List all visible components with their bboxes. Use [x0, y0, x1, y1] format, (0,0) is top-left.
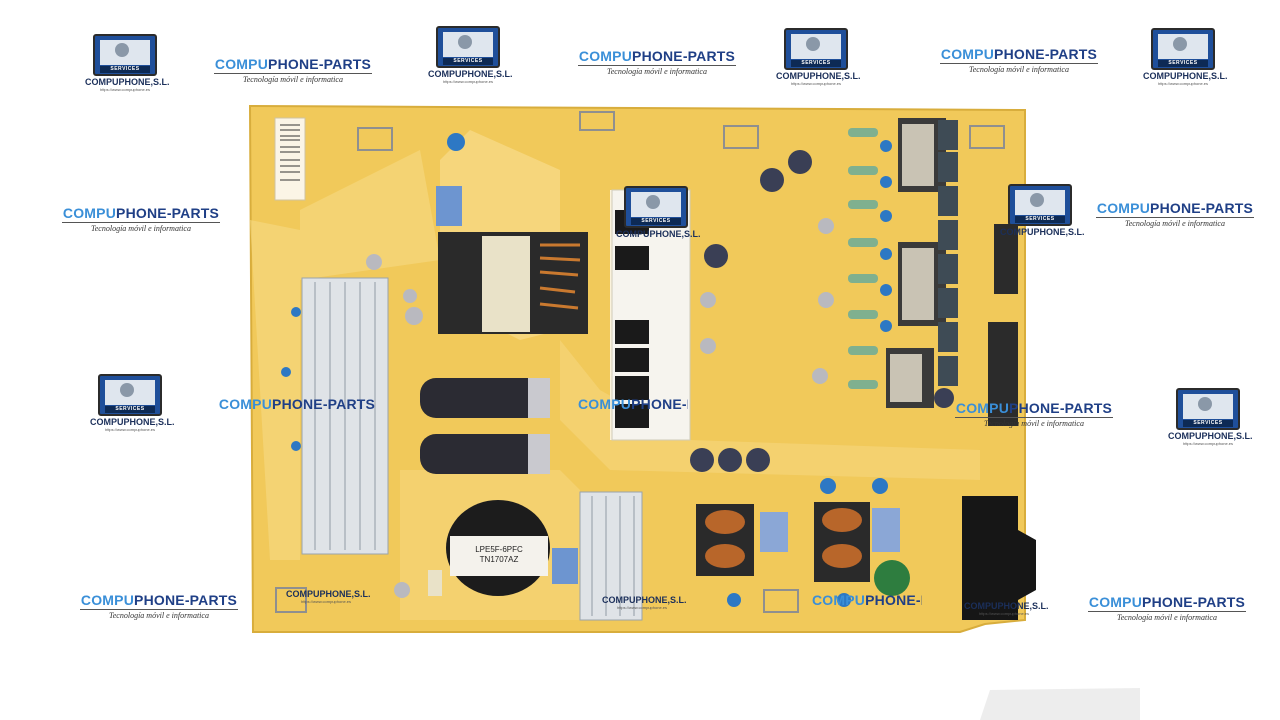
logo-name: COMPUPHONE,S.L. — [602, 595, 687, 605]
compuphone-logo: SERVICES COMPUPHONE,S.L. — [1000, 184, 1085, 237]
connector-lower — [988, 322, 1018, 426]
brand-tagline: Tecnología móvil e informatica — [1096, 217, 1254, 228]
watermark-brand: COMPUPHONE-PARTS — [578, 396, 688, 412]
monitor-icon: SERVICES — [1008, 184, 1072, 226]
logo-name: COMPUPHONE,S.L. — [286, 589, 371, 599]
compuphone-logo: COMPUPHONE,S.L. https://www.compuphone.e… — [964, 600, 1049, 616]
watermark-brand: COMPUPHONE-PARTS Tecnología móvil e info… — [955, 400, 1113, 428]
brand-suffix: PHONE-PARTS — [631, 396, 688, 412]
logo-name: COMPUPHONE,S.L. — [776, 71, 861, 81]
pcb-trace — [250, 220, 300, 560]
logo-name: COMPUPHONE,S.L. — [1143, 71, 1228, 81]
watermark-brand: COMPUPHONE-PARTS — [218, 396, 376, 412]
pcb-trace — [300, 150, 440, 280]
brand-prefix: COMPU — [1096, 200, 1151, 216]
connector-upper — [994, 224, 1018, 294]
brand-suffix: PHONE-PARTS — [268, 56, 372, 72]
filter-chokes — [696, 502, 870, 582]
brand-tagline: Tecnología móvil e informatica — [940, 63, 1098, 74]
logo-name: COMPUPHONE,S.L. — [964, 601, 1049, 611]
brand-prefix: COMPU — [578, 396, 632, 412]
brand-tagline: Tecnología móvil e informatica — [80, 609, 238, 620]
ac-inlet — [962, 496, 1036, 620]
compuphone-logo: SERVICES COMPUPHONE,S.L. https://www.com… — [428, 26, 513, 84]
logo-url: https://www.compuphone.es — [790, 81, 842, 86]
brand-tagline: Tecnología móvil e informatica — [62, 222, 220, 233]
brand-suffix: PHONE-PARTS — [272, 396, 376, 412]
logo-url: https://www.compuphone.es — [104, 427, 156, 432]
brand-suffix: PHONE-PARTS — [1009, 400, 1113, 416]
brand-suffix: PHONE-PARTS — [632, 48, 736, 64]
compuphone-logo: SERVICES COMPUPHONE,S.L. — [616, 186, 701, 239]
monitor-icon: SERVICES — [1151, 28, 1215, 70]
brand-suffix: PHONE-PARTS — [994, 46, 1098, 62]
brand-prefix: COMPU — [214, 56, 269, 72]
brand-suffix: PHONE-PARTS — [1150, 200, 1254, 216]
compuphone-logo: COMPUPHONE,S.L. https://www.compuphone.e… — [602, 594, 687, 610]
pfc-inductor — [446, 500, 550, 596]
pfc-label-line2: TN1707AZ — [479, 555, 519, 564]
logo-name: COMPUPHONE,S.L. — [1000, 227, 1085, 237]
brand-prefix: COMPU — [1088, 594, 1143, 610]
logo-url: https://www.compuphone.es — [442, 79, 494, 84]
monitor-icon: SERVICES — [784, 28, 848, 70]
logo-url: https://www.compuphone.es — [1157, 81, 1209, 86]
logo-url: https://www.compuphone.es — [99, 87, 151, 92]
logo-url: https://www.compuphone.es — [300, 599, 352, 604]
compuphone-logo: SERVICES COMPUPHONE,S.L. https://www.com… — [1143, 28, 1228, 86]
logo-name: COMPUPHONE,S.L. — [1168, 431, 1253, 441]
logo-name: COMPUPHONE,S.L. — [90, 417, 175, 427]
watermark-brand: COMPUPHONE-PARTS Tecnología móvil e info… — [578, 48, 736, 76]
logo-url: https://www.compuphone.es — [616, 605, 668, 610]
heatsink-bottom — [579, 491, 643, 621]
brand-suffix: PHONE-PARTS — [1142, 594, 1246, 610]
pcb-trace — [560, 340, 980, 480]
watermark-brand: COMPUPHONE-PARTS Tecnología móvil e info… — [1088, 594, 1246, 622]
brand-tagline: Tecnología móvil e informatica — [578, 65, 736, 76]
compuphone-logo: SERVICES COMPUPHONE,S.L. https://www.com… — [85, 34, 170, 92]
brand-prefix: COMPU — [812, 592, 866, 608]
brand-suffix: PHONE-PARTS — [116, 205, 220, 221]
brand-prefix: COMPU — [218, 396, 273, 412]
compuphone-logo: SERVICES COMPUPHONE,S.L. https://www.com… — [1168, 388, 1253, 446]
bulk-capacitors — [420, 378, 550, 474]
watermark-brand: COMPUPHONE-PARTS Tecnología móvil e info… — [1096, 200, 1254, 228]
watermark-brand: COMPUPHONE-PARTS Tecnología móvil e info… — [214, 56, 372, 84]
watermark-brand: COMPUPHONE-PARTS Tecnología móvil e info… — [940, 46, 1098, 74]
monitor-icon: SERVICES — [1176, 388, 1240, 430]
watermark-brand: COMPUPHONE-PARTS Tecnología móvil e info… — [80, 592, 238, 620]
brand-prefix: COMPU — [62, 205, 117, 221]
brand-tagline: Tecnología móvil e informatica — [1088, 611, 1246, 622]
monitor-icon: SERVICES — [98, 374, 162, 416]
watermark-brand: COMPUPHONE-PARTS Tecnología móvil e info… — [62, 205, 220, 233]
logo-url: https://www.compuphone.es — [1182, 441, 1234, 446]
brand-tagline: Tecnología móvil e informatica — [214, 73, 372, 84]
brand-prefix: COMPU — [955, 400, 1010, 416]
secondary-transformers — [886, 118, 946, 408]
brand-prefix: COMPU — [80, 592, 135, 608]
logo-url: https://www.compuphone.es — [978, 611, 1030, 616]
thermistor — [874, 560, 910, 596]
brand-suffix: PHONE-PARTS — [865, 592, 922, 608]
brand-suffix: PHONE-PARTS — [134, 592, 238, 608]
logo-name: COMPUPHONE,S.L. — [428, 69, 513, 79]
compuphone-logo: SERVICES COMPUPHONE,S.L. https://www.com… — [776, 28, 861, 86]
compuphone-logo: COMPUPHONE,S.L. https://www.compuphone.e… — [286, 588, 371, 604]
monitor-icon: SERVICES — [624, 186, 688, 228]
pfc-coil-label: LPE5F-6PFC TN1707AZ — [452, 545, 546, 565]
barcode-sticker — [274, 117, 306, 201]
logo-name: COMPUPHONE,S.L. — [85, 77, 170, 87]
compuphone-logo: SERVICES COMPUPHONE,S.L. https://www.com… — [90, 374, 175, 432]
monitor-icon: SERVICES — [436, 26, 500, 68]
monitor-icon: SERVICES — [93, 34, 157, 76]
pfc-label-line1: LPE5F-6PFC — [475, 545, 523, 554]
watermark-brand: COMPUPHONE-PARTS — [812, 592, 922, 608]
brand-prefix: COMPU — [578, 48, 633, 64]
brand-tagline: Tecnología móvil e informatica — [955, 417, 1113, 428]
brand-prefix: COMPU — [940, 46, 995, 62]
logo-name: COMPUPHONE,S.L. — [616, 229, 701, 239]
